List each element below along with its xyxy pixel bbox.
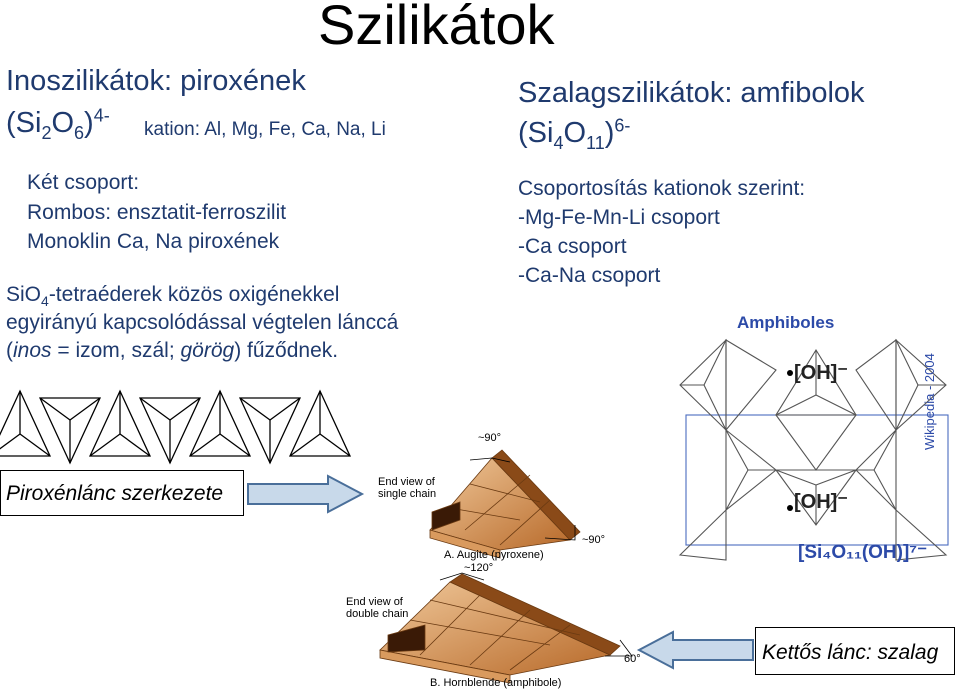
amphibole-unit-formula: [Si₄O₁₁(OH)]⁷⁻ (798, 542, 928, 563)
amphibole-structure-diagram (678, 338, 949, 561)
grouping-line: Csoportosítás kationok szerint: (518, 177, 806, 200)
grouping-line: -Ca-Na csoport (518, 264, 661, 287)
pyroxene-formula: (Si2O6)4- (6, 105, 110, 143)
pyroxene-chain-label: Piroxénlánc szerkezete (6, 482, 224, 505)
angle-label: ~90° (582, 534, 606, 546)
groups-line: Monoklin Ca, Na piroxének (27, 230, 280, 253)
groups-line: Rombos: ensztatit-ferroszilit (27, 201, 287, 224)
pyroxene-label-box (0, 470, 244, 516)
double-chain-label: Kettős lánc: szalag (762, 641, 939, 664)
augite-caption: A. Augite (pyroxene) (444, 549, 544, 561)
pyroxene-cations: kation: Al, Mg, Fe, Ca, Na, Li (144, 119, 386, 140)
desc-line-2: egyirányú kapcsolódással végtelen lánccá (6, 311, 399, 334)
chain-models-figure (379, 449, 633, 684)
page-title: Szilikátok (318, 0, 555, 56)
oh-label-bottom: [OH]⁻ (794, 491, 848, 513)
arrow-left-icon (636, 630, 754, 670)
band-label-box (755, 627, 955, 675)
grouping-line: -Ca csoport (518, 235, 627, 258)
angle-label: ~90° (478, 432, 502, 444)
grouping-line: -Mg-Fe-Mn-Li csoport (518, 206, 720, 229)
wikipedia-watermark: Wikipedia - 2004 (922, 353, 937, 450)
arrow-right-icon (247, 474, 365, 514)
angle-label: ~120° (464, 562, 494, 574)
angle-label: 60° (624, 653, 641, 665)
hornblende-caption: B. Hornblende (amphibole) (430, 677, 562, 689)
pyroxene-chain-diagram (0, 389, 352, 465)
desc-line-1: SiO4-tetraéderek közös oxigénekkel (6, 283, 340, 310)
amphibole-formula: (Si4O11)6- (518, 115, 631, 153)
amphibole-heading: Szalagszilikátok: amfibolok (518, 77, 865, 109)
end-view-double-label: End view of double chain (346, 596, 409, 620)
pyroxene-heading: Inoszilikátok: piroxének (6, 65, 306, 97)
end-view-single-label: End view of single chain (378, 476, 437, 500)
desc-line-3: (inos = izom, szál; görög) fűződnek. (6, 339, 339, 362)
amphibole-figure-title: Amphiboles (737, 313, 835, 332)
oh-label-top: [OH]⁻ (794, 362, 848, 384)
groups-line: Két csoport: (27, 171, 140, 194)
